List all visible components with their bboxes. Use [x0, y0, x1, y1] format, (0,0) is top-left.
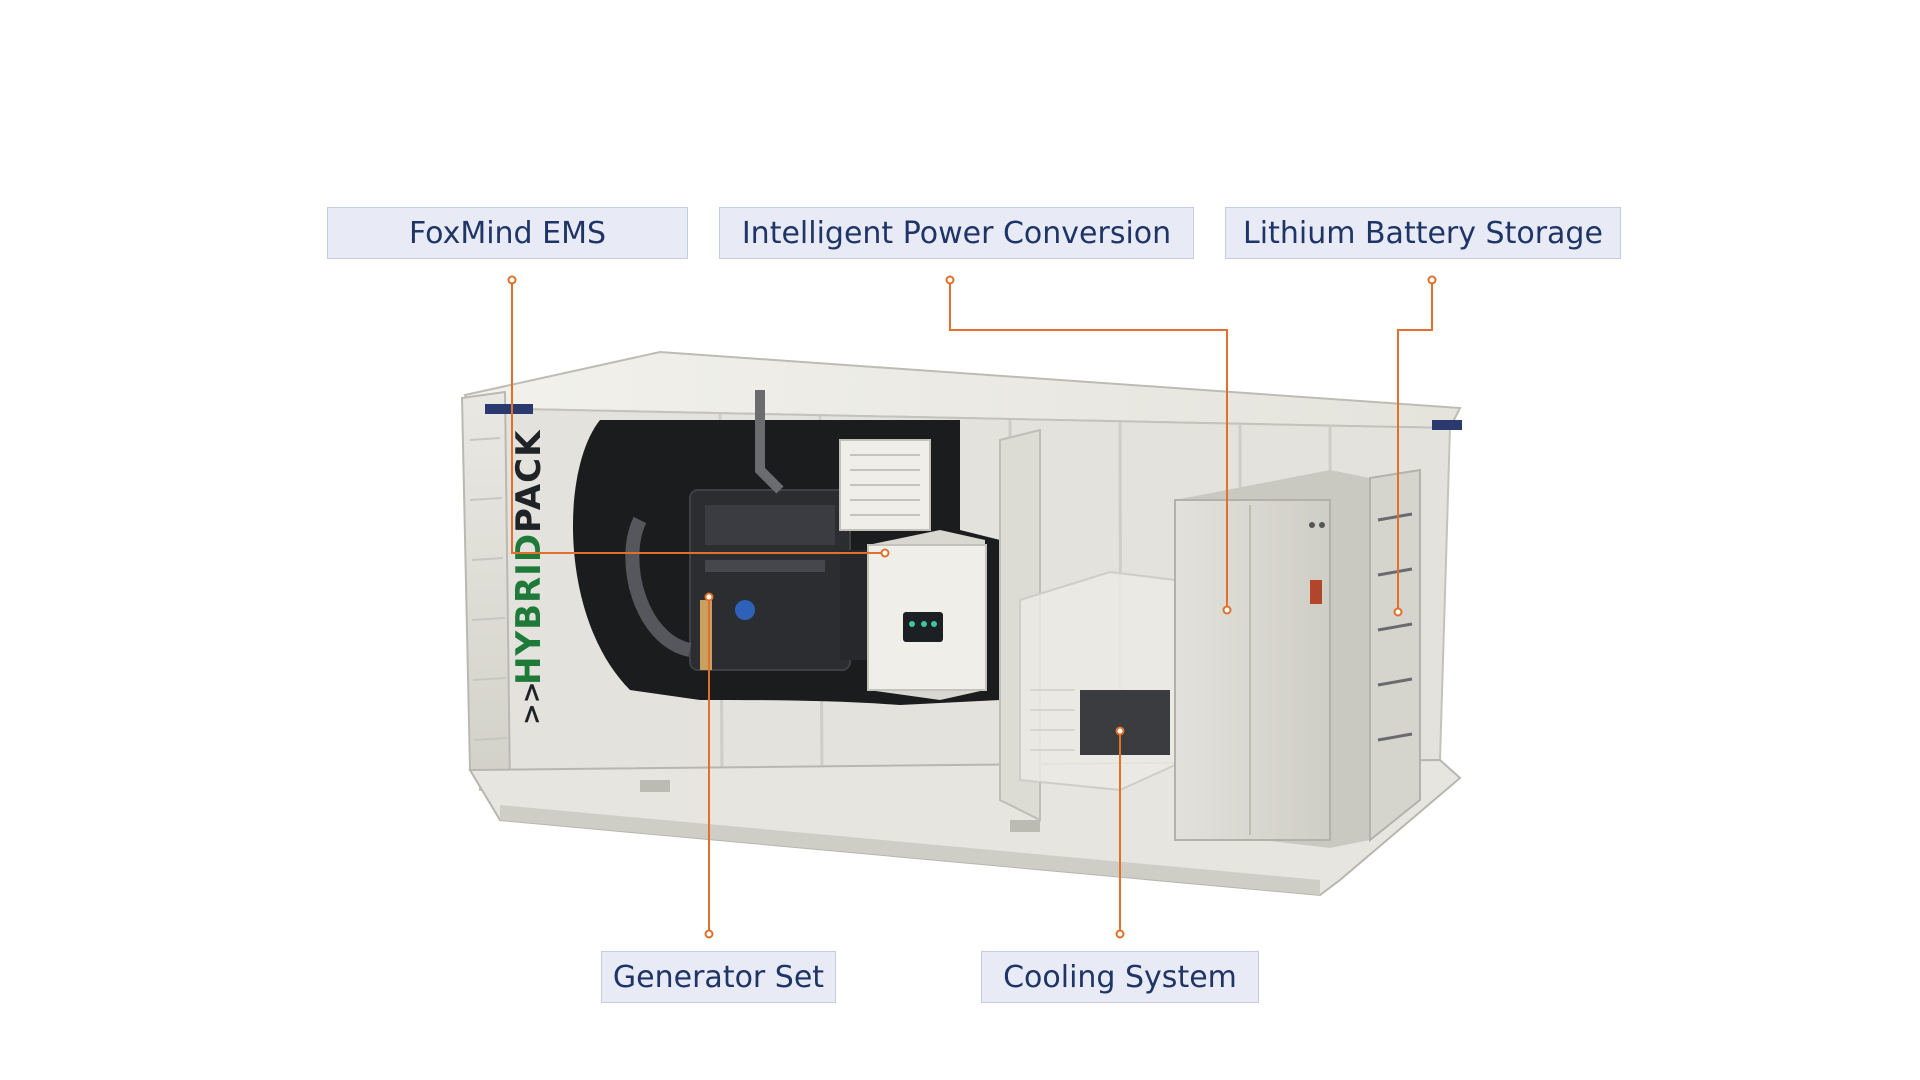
- logo-hybrid: HYBRID: [509, 533, 549, 685]
- label-generator-set: Generator Set: [601, 951, 836, 1003]
- battery-racks: [1369, 468, 1421, 843]
- ems-controller-panel: [867, 530, 987, 700]
- leader-dots: [507, 275, 1437, 939]
- container-end-wall: [460, 390, 512, 792]
- base-rail: [500, 805, 1320, 895]
- label-lithium-battery-storage: Lithium Battery Storage: [1225, 207, 1621, 259]
- leader-battery: [1397, 280, 1433, 612]
- fuel-filter: [700, 600, 712, 670]
- diesel-engine: [625, 390, 851, 671]
- fork-pocket-2: [1010, 820, 1040, 832]
- leader-ems: [511, 280, 885, 554]
- warning-stripe: [485, 404, 533, 414]
- ems-display: [903, 612, 943, 642]
- label-foxmind-ems: FoxMind EMS: [327, 207, 688, 259]
- pcs-cabinet: [1174, 470, 1370, 848]
- leader-pcs: [949, 280, 1228, 610]
- warning-stripe-right: [1432, 420, 1462, 430]
- label-cooling-system: Cooling System: [981, 951, 1259, 1003]
- logo-chevrons: >>: [517, 681, 547, 725]
- emergency-switch: [1310, 580, 1322, 604]
- label-intelligent-power-conversion: Intelligent Power Conversion: [719, 207, 1194, 259]
- logo-pack: PACK: [509, 429, 549, 533]
- cooling-compressor: [1080, 690, 1170, 755]
- fork-pocket-1: [640, 780, 670, 792]
- svg-text:HYBRIDPACK: HYBRIDPACK: [509, 429, 549, 685]
- end-wall-ribs: [469, 437, 508, 741]
- hybrid-pack-logo: HYBRIDPACK >>: [509, 429, 549, 725]
- leader-lines: [511, 280, 1433, 934]
- hybrid-pack-container: [460, 350, 1462, 897]
- cooling-unit: [1019, 570, 1176, 792]
